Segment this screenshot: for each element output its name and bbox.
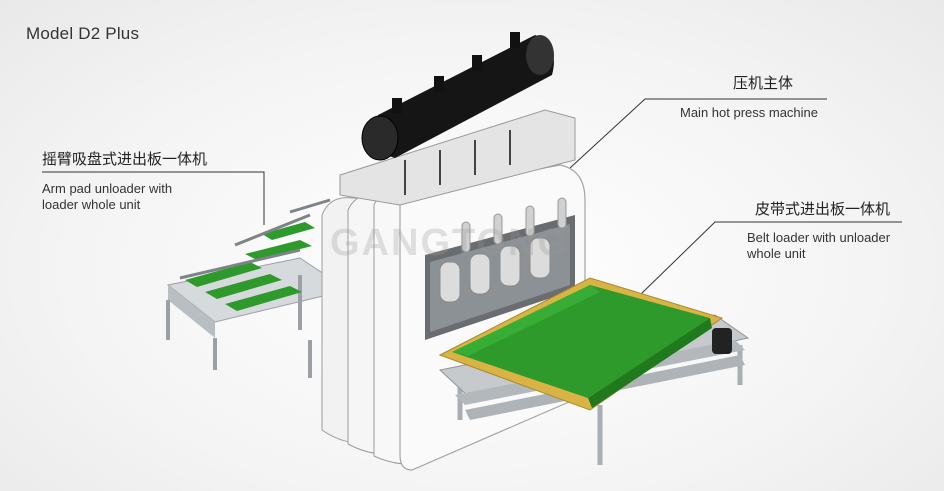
leader-belt-unit bbox=[639, 221, 902, 296]
label-main-press-en: Main hot press machine bbox=[680, 105, 819, 120]
label-arm-unit: 摇臂吸盘式进出板一体机 Arm pad unloader with loader… bbox=[42, 148, 207, 213]
label-belt-unit-zh-wrap: 皮带式进出板一体机 bbox=[755, 198, 890, 219]
label-main-press-en-wrap: Main hot press machine bbox=[680, 105, 818, 121]
leader-arm-unit bbox=[42, 171, 265, 225]
oil-tank bbox=[361, 32, 554, 161]
arm-loader-frame bbox=[166, 198, 350, 378]
brand-watermark: GANGTONG bbox=[330, 222, 570, 264]
label-main-press-zh: 压机主体 bbox=[733, 74, 794, 92]
press-main-body bbox=[339, 109, 586, 471]
belt-loader bbox=[438, 277, 750, 465]
label-belt-unit-zh: 皮带式进出板一体机 bbox=[755, 200, 891, 218]
leader-main-press bbox=[569, 98, 827, 169]
label-belt-unit-en: Belt loader with unloader whole unit bbox=[747, 230, 891, 261]
label-arm-unit-zh: 摇臂吸盘式进出板一体机 bbox=[42, 150, 208, 168]
model-title: Model D2 Plus bbox=[26, 24, 140, 43]
label-main-press-zh-wrap: 压机主体 bbox=[733, 72, 793, 93]
label-arm-unit-en: Arm pad unloader with loader whole unit bbox=[42, 181, 173, 212]
label-belt-unit-en-wrap: Belt loader with unloader whole unit bbox=[747, 230, 890, 262]
